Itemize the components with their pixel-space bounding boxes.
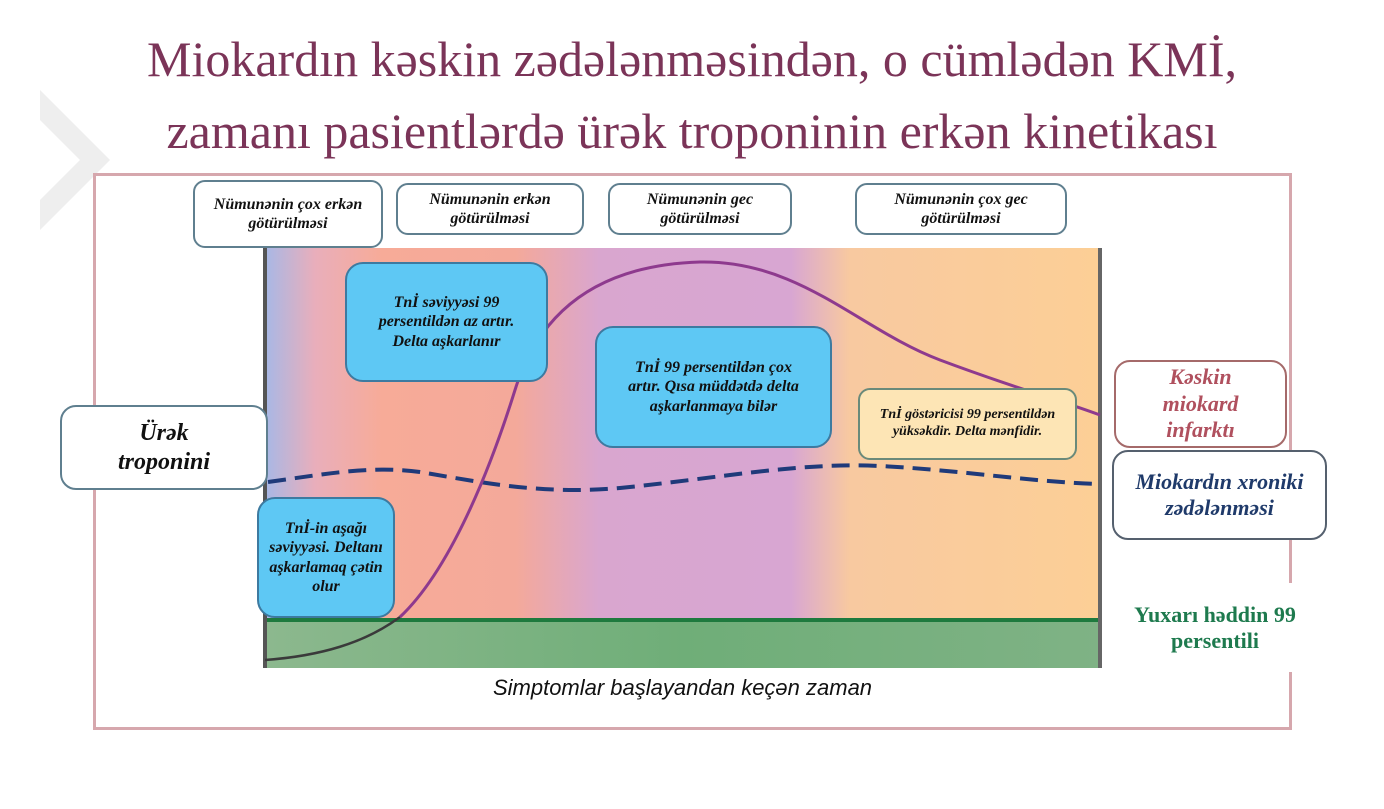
title-line-2: zamanı pasientlərdə ürək troponinin erkə… bbox=[166, 103, 1218, 159]
annotation-small-rise: Tnİ səviyyəsi 99 persentildən az artır. … bbox=[345, 262, 548, 382]
annotation-low-level: Tnİ-in aşağı səviyyəsi. Deltanı aşkarlam… bbox=[257, 497, 395, 618]
annotation-late: Tnİ göstəricisi 99 persentildən yüksəkdi… bbox=[858, 388, 1077, 460]
annotation-large-rise: Tnİ 99 persentildən çox artır. Qısa müdd… bbox=[595, 326, 832, 448]
sample-early-label: Nümunənin erkən götürülməsi bbox=[396, 183, 584, 235]
sample-late-label: Nümunənin gec götürülməsi bbox=[608, 183, 792, 235]
chronic-injury-curve bbox=[267, 463, 1101, 492]
x-axis-label: Simptomlar başlayandan keçən zaman bbox=[492, 675, 873, 700]
frame-right-edge bbox=[1289, 173, 1292, 583]
title-line-1: Miokardın kəskin zədələnməsindən, o cüml… bbox=[147, 31, 1237, 87]
acute-mi-curve bbox=[398, 260, 1101, 619]
normal-range-band bbox=[265, 620, 1100, 668]
sample-very-early-label: Nümunənin çox erkən götürülməsi bbox=[193, 180, 383, 248]
right-axis bbox=[1098, 248, 1102, 668]
y-axis-label: Ürək troponini bbox=[60, 405, 268, 490]
legend-chronic-injury: Miokardın xroniki zədələnməsi bbox=[1112, 450, 1327, 540]
sample-very-late-label: Nümunənin çox gec götürülməsi bbox=[855, 183, 1067, 235]
legend-threshold: Yuxarı həddin 99 persentili bbox=[1134, 602, 1296, 654]
acute-mi-curve-baseline bbox=[264, 615, 401, 662]
frame-right-edge-lower bbox=[1289, 672, 1292, 730]
threshold-line bbox=[265, 618, 1100, 622]
legend-acute-mi: Kəskin miokard infarktı bbox=[1114, 360, 1287, 448]
